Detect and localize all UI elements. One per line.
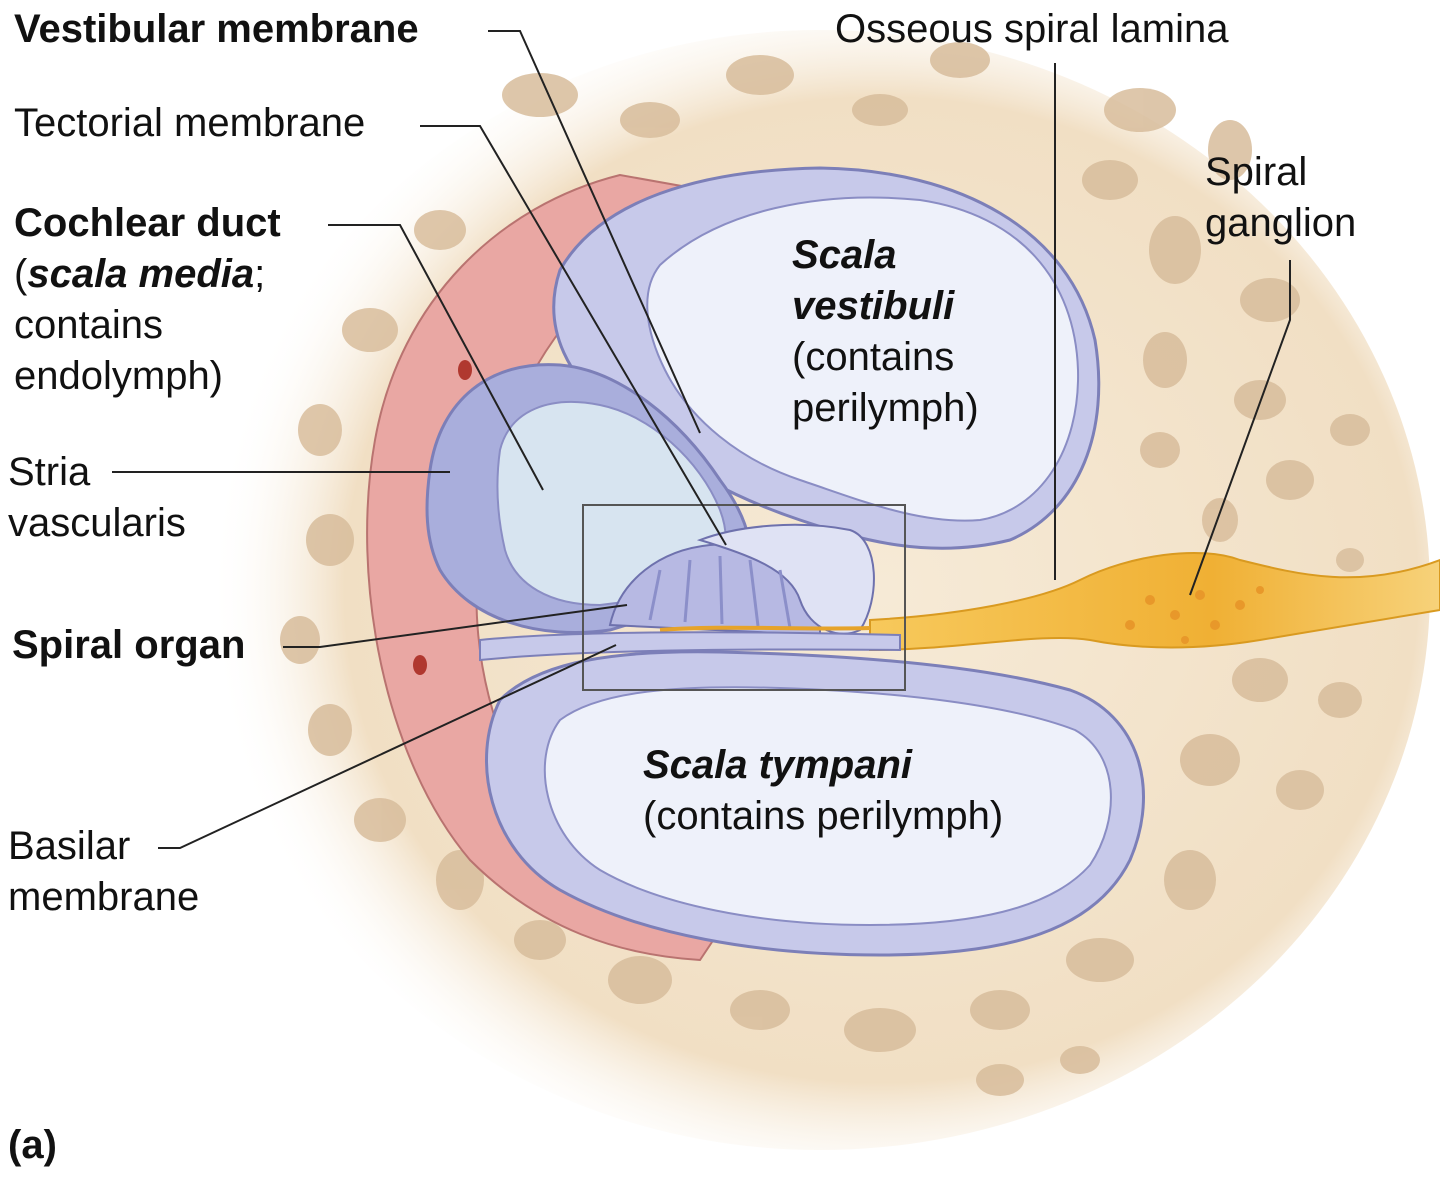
scala-tympani-chamber	[485, 650, 1145, 957]
label-stria-vascularis-block: Stria vascularis	[8, 447, 186, 549]
label-scala-vestibuli-1: Scala	[792, 233, 897, 277]
leader-basilar-membrane	[158, 644, 617, 849]
label-endolymph: endolymph)	[14, 354, 224, 398]
label-membrane: membrane	[8, 875, 200, 919]
label-vestibular-membrane: Vestibular membrane	[14, 7, 419, 51]
spiral-organ-structure	[608, 523, 875, 637]
panel-label: (a)	[8, 1123, 57, 1167]
label-scala-tympani: Scala tympani	[643, 743, 913, 787]
label-spiral-ganglion-block: Spiral ganglion	[1205, 147, 1356, 249]
label-tectorial-membrane: Tectorial membrane	[14, 101, 366, 145]
label-cochlear-duct-block: Cochlear duct (scala media; contains end…	[14, 198, 281, 402]
label-sv-contains: (contains	[792, 335, 955, 379]
label-scala-vestibuli-2: vestibuli	[792, 284, 955, 328]
leader-vestibular-membrane	[488, 30, 701, 434]
leader-tectorial-membrane	[420, 125, 727, 546]
bone-pores	[280, 42, 1370, 1096]
label-semicolon: ;	[254, 252, 266, 296]
label-scala-tympani-block: Scala tympani (contains perilymph)	[643, 740, 1003, 842]
label-paren-open: (	[14, 252, 28, 296]
leader-spiral-organ	[283, 604, 628, 648]
label-spiral: Spiral	[1205, 150, 1308, 194]
label-vascularis: vascularis	[8, 501, 186, 545]
label-ganglion: ganglion	[1205, 201, 1357, 245]
label-st-contains: (contains perilymph)	[643, 794, 1004, 838]
label-cochlear-duct: Cochlear duct	[14, 201, 281, 245]
label-spiral-organ: Spiral organ	[12, 623, 246, 667]
label-scala-vestibuli-block: Scala vestibuli (contains perilymph)	[792, 230, 979, 434]
label-scala-media-line: (scala media;	[14, 249, 281, 300]
label-sv-perilymph: perilymph)	[792, 386, 979, 430]
leader-lines	[112, 30, 1291, 849]
basilar-membrane-strip	[479, 631, 901, 662]
spiral-ganglion-nerve	[869, 552, 1440, 652]
label-basilar-membrane-block: Basilar membrane	[8, 821, 199, 923]
label-osseous-spiral-lamina: Osseous spiral lamina	[835, 7, 1229, 51]
label-scala-media: scala media	[27, 252, 255, 296]
label-contains: contains	[14, 303, 163, 347]
label-stria: Stria	[8, 450, 91, 494]
magnified-region-box	[582, 504, 906, 691]
label-basilar: Basilar	[8, 824, 131, 868]
leader-cochlear-duct	[328, 224, 544, 491]
leader-spiral-ganglion	[1189, 260, 1291, 596]
